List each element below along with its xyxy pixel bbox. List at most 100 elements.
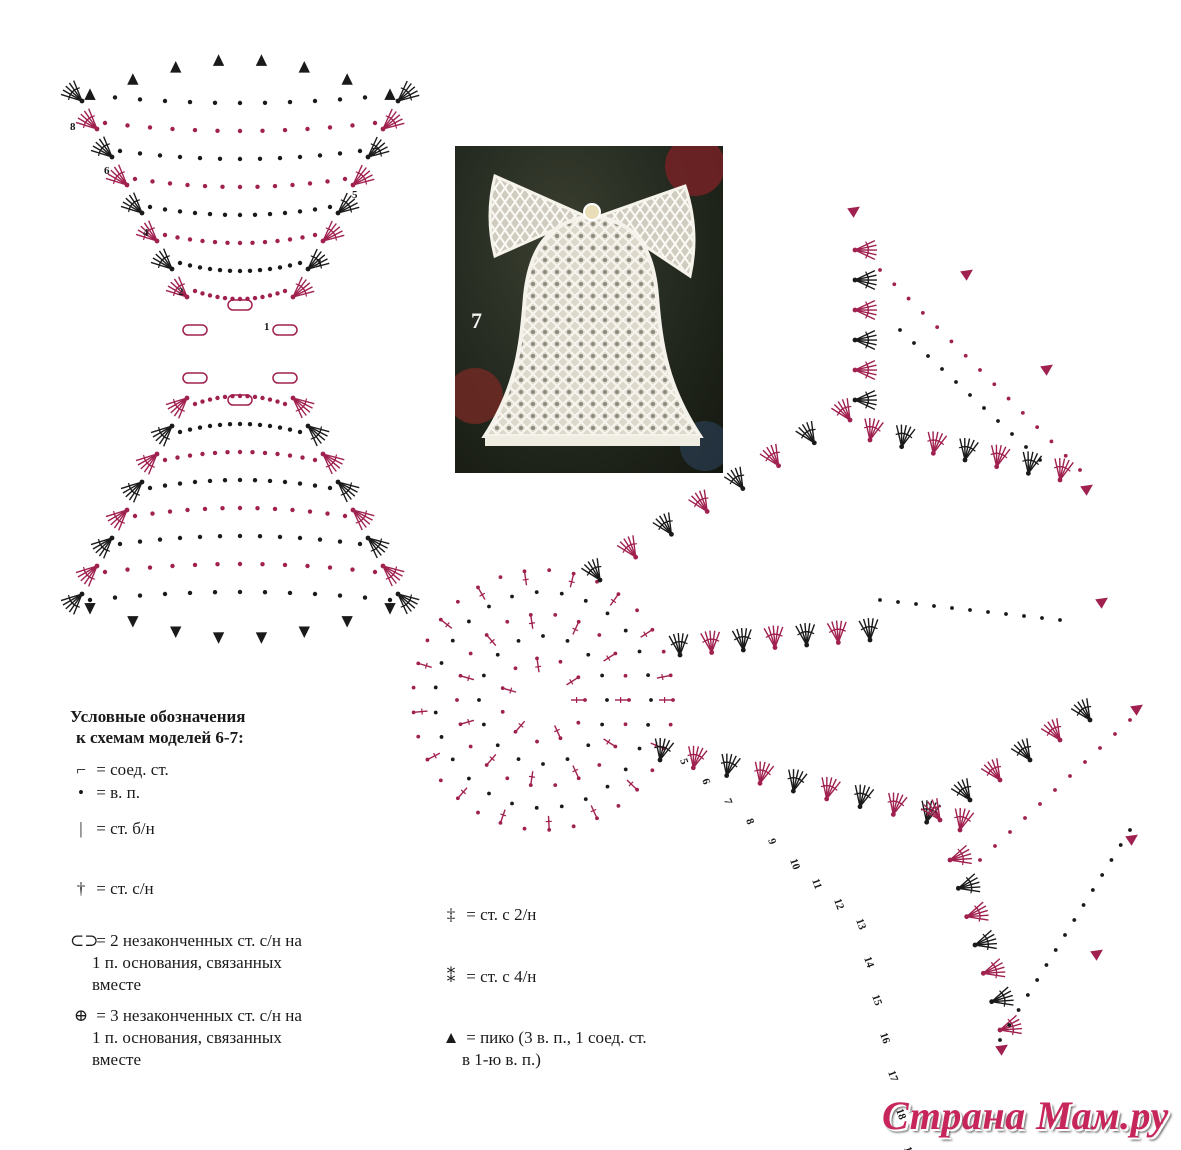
chain-dot: [137, 539, 143, 544]
chain-dot: [487, 791, 491, 796]
chain-dot: [605, 784, 610, 789]
chain-dot: [312, 232, 318, 238]
stitch-mark: [367, 537, 386, 553]
chain-dot: [212, 100, 218, 105]
chain-dot: [362, 595, 368, 600]
chain-dot: [930, 450, 936, 456]
stitch-mark: [352, 178, 375, 186]
stitch-mark: [854, 360, 876, 371]
chain-dot: [600, 673, 605, 678]
stitch-mark: [759, 765, 775, 784]
stitch-mark: [590, 805, 598, 819]
stitch-bar: [310, 436, 317, 440]
stitch-bar: [1033, 460, 1040, 466]
chain-dot: [312, 591, 318, 597]
stitch-mark: [62, 89, 83, 102]
chain-dot: [852, 367, 858, 373]
stitch-mark: [113, 509, 128, 529]
chain-dot: [993, 844, 997, 848]
stitch-mark: [118, 509, 128, 531]
chain-dot: [439, 735, 444, 739]
chain-dot: [565, 757, 570, 762]
chain-dot: [633, 554, 639, 560]
stitch-mark: [98, 537, 113, 557]
chain-dot: [852, 277, 858, 283]
chain-dot: [477, 698, 481, 702]
stitch-mark: [826, 778, 837, 800]
chain-dot: [112, 95, 118, 100]
stitch-mark: [367, 537, 390, 545]
chain-dot: [704, 509, 710, 514]
stitch-mark: [75, 565, 98, 574]
chain-dot: [225, 240, 230, 245]
stitch-mark: [397, 80, 408, 102]
chain-dot: [177, 535, 183, 541]
chain-dot: [262, 239, 268, 245]
stitch-mark: [996, 448, 1011, 468]
stitch-mark: [382, 114, 401, 130]
stitch-mark: [148, 453, 158, 475]
stitch-bar: [808, 631, 815, 635]
stitch-bar: [370, 548, 377, 552]
bell-row-number: 18: [893, 1107, 908, 1122]
chain-dot: [926, 354, 930, 358]
legend-item-3dc-cluster: ⊕ = 3 незаконченных ст. с/н на 1 п. осно…: [70, 1005, 302, 1071]
stitch-mark: [688, 499, 708, 513]
stitch-bar: [906, 433, 913, 439]
stitch-bar: [630, 543, 638, 546]
chain-dot: [154, 238, 160, 244]
stitch-mark: [113, 166, 128, 186]
bell-row-number: 10: [787, 857, 802, 872]
chain-dot: [1020, 410, 1025, 415]
stitch-mark: [704, 631, 713, 653]
chain-dot: [222, 295, 228, 301]
bell-row-number: 19: [901, 1145, 916, 1150]
chain-dot: [616, 803, 621, 808]
chain-dot: [1035, 425, 1040, 430]
chain-dot: [177, 154, 183, 160]
chain-dot: [623, 722, 628, 727]
stitch-bar: [572, 627, 579, 632]
stitch-mark: [759, 763, 771, 784]
chain-dot: [250, 450, 255, 455]
chain-dot: [282, 288, 288, 294]
stitch-mark: [656, 674, 671, 679]
stitch-mark: [983, 972, 1006, 978]
chain-dot: [565, 638, 570, 643]
stitch-bar: [865, 793, 871, 799]
legend-item-single-crochet: | = ст. б/н: [70, 818, 154, 840]
chain-dot: [325, 179, 330, 184]
stitch-bar: [970, 447, 976, 452]
chain-dot: [215, 395, 220, 401]
stitch-mark: [397, 593, 412, 612]
stitch-mark: [83, 110, 98, 130]
stitch-mark: [1086, 698, 1091, 721]
stitch-mark: [990, 445, 998, 467]
stitch-mark: [307, 425, 322, 444]
chain-dot: [1040, 616, 1044, 620]
stitch-mark: [502, 687, 517, 693]
chain-dot: [857, 804, 863, 810]
treble-icon: ‡: [446, 905, 456, 924]
chain-dot: [968, 393, 972, 397]
chain-dot: [297, 209, 303, 214]
stitch-mark: [957, 873, 976, 889]
stitch-mark: [1059, 458, 1066, 481]
stitch-mark: [949, 844, 967, 861]
stitch-mark: [1022, 451, 1030, 474]
stitch-mark: [98, 138, 113, 158]
chain-dot: [1025, 470, 1031, 476]
chain-dot: [1109, 858, 1114, 862]
chain-dot: [327, 485, 333, 491]
chain-dot: [237, 561, 243, 567]
chain-dot: [978, 858, 982, 862]
chain-dot: [137, 151, 143, 156]
chain-dot: [1057, 737, 1063, 743]
stitch-mark: [397, 90, 418, 102]
stitch-mark: [983, 764, 1001, 781]
chain-dot: [252, 295, 258, 301]
stitch-bar: [148, 227, 155, 231]
chain-dot: [275, 291, 280, 296]
stitch-mark: [603, 652, 616, 662]
